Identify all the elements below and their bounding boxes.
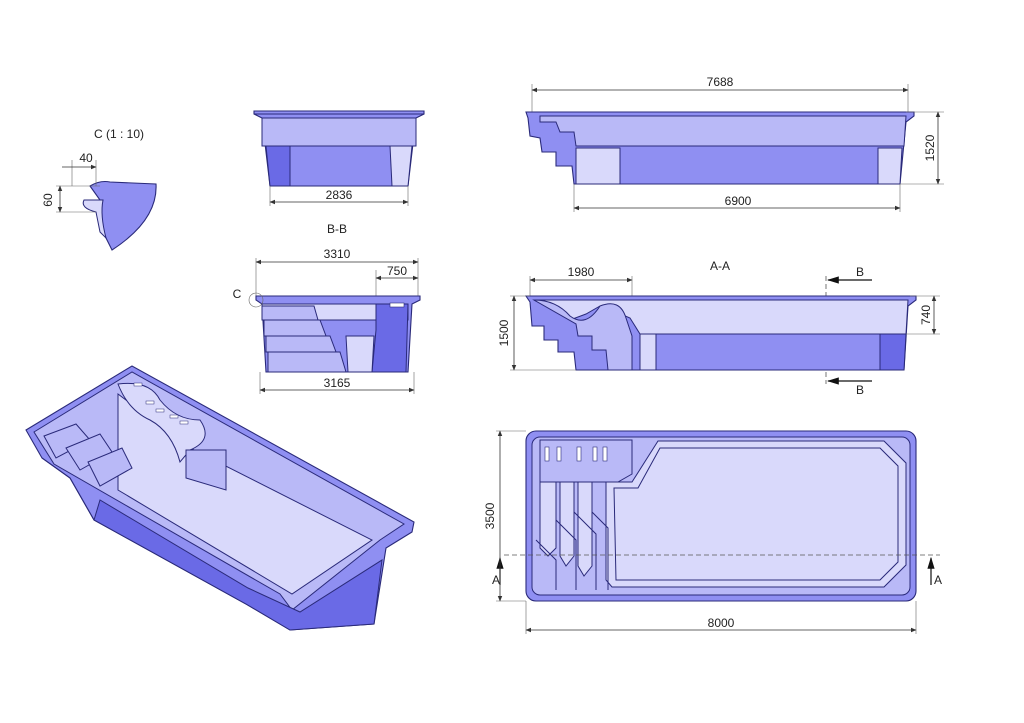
section-aa-title: A-A: [710, 259, 730, 273]
side-view-length-label: 7688: [707, 75, 734, 89]
detail-c-height-label: 60: [41, 193, 55, 207]
plan-view-jets: [544, 446, 608, 462]
end-view: 2836: [253, 110, 425, 206]
plan-view-cut-left-label: A: [492, 573, 500, 587]
side-view-height-label: 1520: [923, 134, 937, 161]
plan-view: A A 3500 8000: [483, 430, 942, 634]
end-view-width-label: 2836: [326, 188, 353, 202]
section-bb-width-label: 3310: [324, 247, 351, 261]
detail-c-width-label: 40: [79, 151, 93, 165]
side-view-bottom-label: 6900: [725, 194, 752, 208]
section-bb-title: B-B: [327, 222, 347, 236]
section-aa-view: A-A 1980 B B 1500 740: [497, 259, 940, 397]
plan-view-length-label: 8000: [708, 616, 735, 630]
section-bb-step-label: 750: [387, 264, 407, 278]
detail-c-title: C (1 : 10): [94, 127, 144, 141]
section-aa-cut-bottom-label: B: [856, 383, 864, 397]
detail-c-marker: C: [233, 287, 242, 301]
section-bb-view: B-B 3310 750 C 3165: [233, 222, 421, 394]
isometric-view: [25, 365, 415, 631]
section-aa-step-label: 1980: [568, 265, 595, 279]
side-view: 7688 1520 6900: [525, 75, 944, 212]
plan-view-cut-right-label: A: [934, 573, 942, 587]
isometric-jets: [133, 382, 189, 425]
plan-view-width-label: 3500: [483, 502, 497, 529]
section-aa-shallow-label: 740: [919, 305, 933, 325]
section-aa-depth-label: 1500: [497, 319, 511, 346]
detail-c-view: C (1 : 10) 40 60: [41, 127, 157, 251]
section-bb-bottom-label: 3165: [324, 376, 351, 390]
detail-c-lip: [82, 199, 107, 240]
section-aa-cut-top-label: B: [856, 265, 864, 279]
